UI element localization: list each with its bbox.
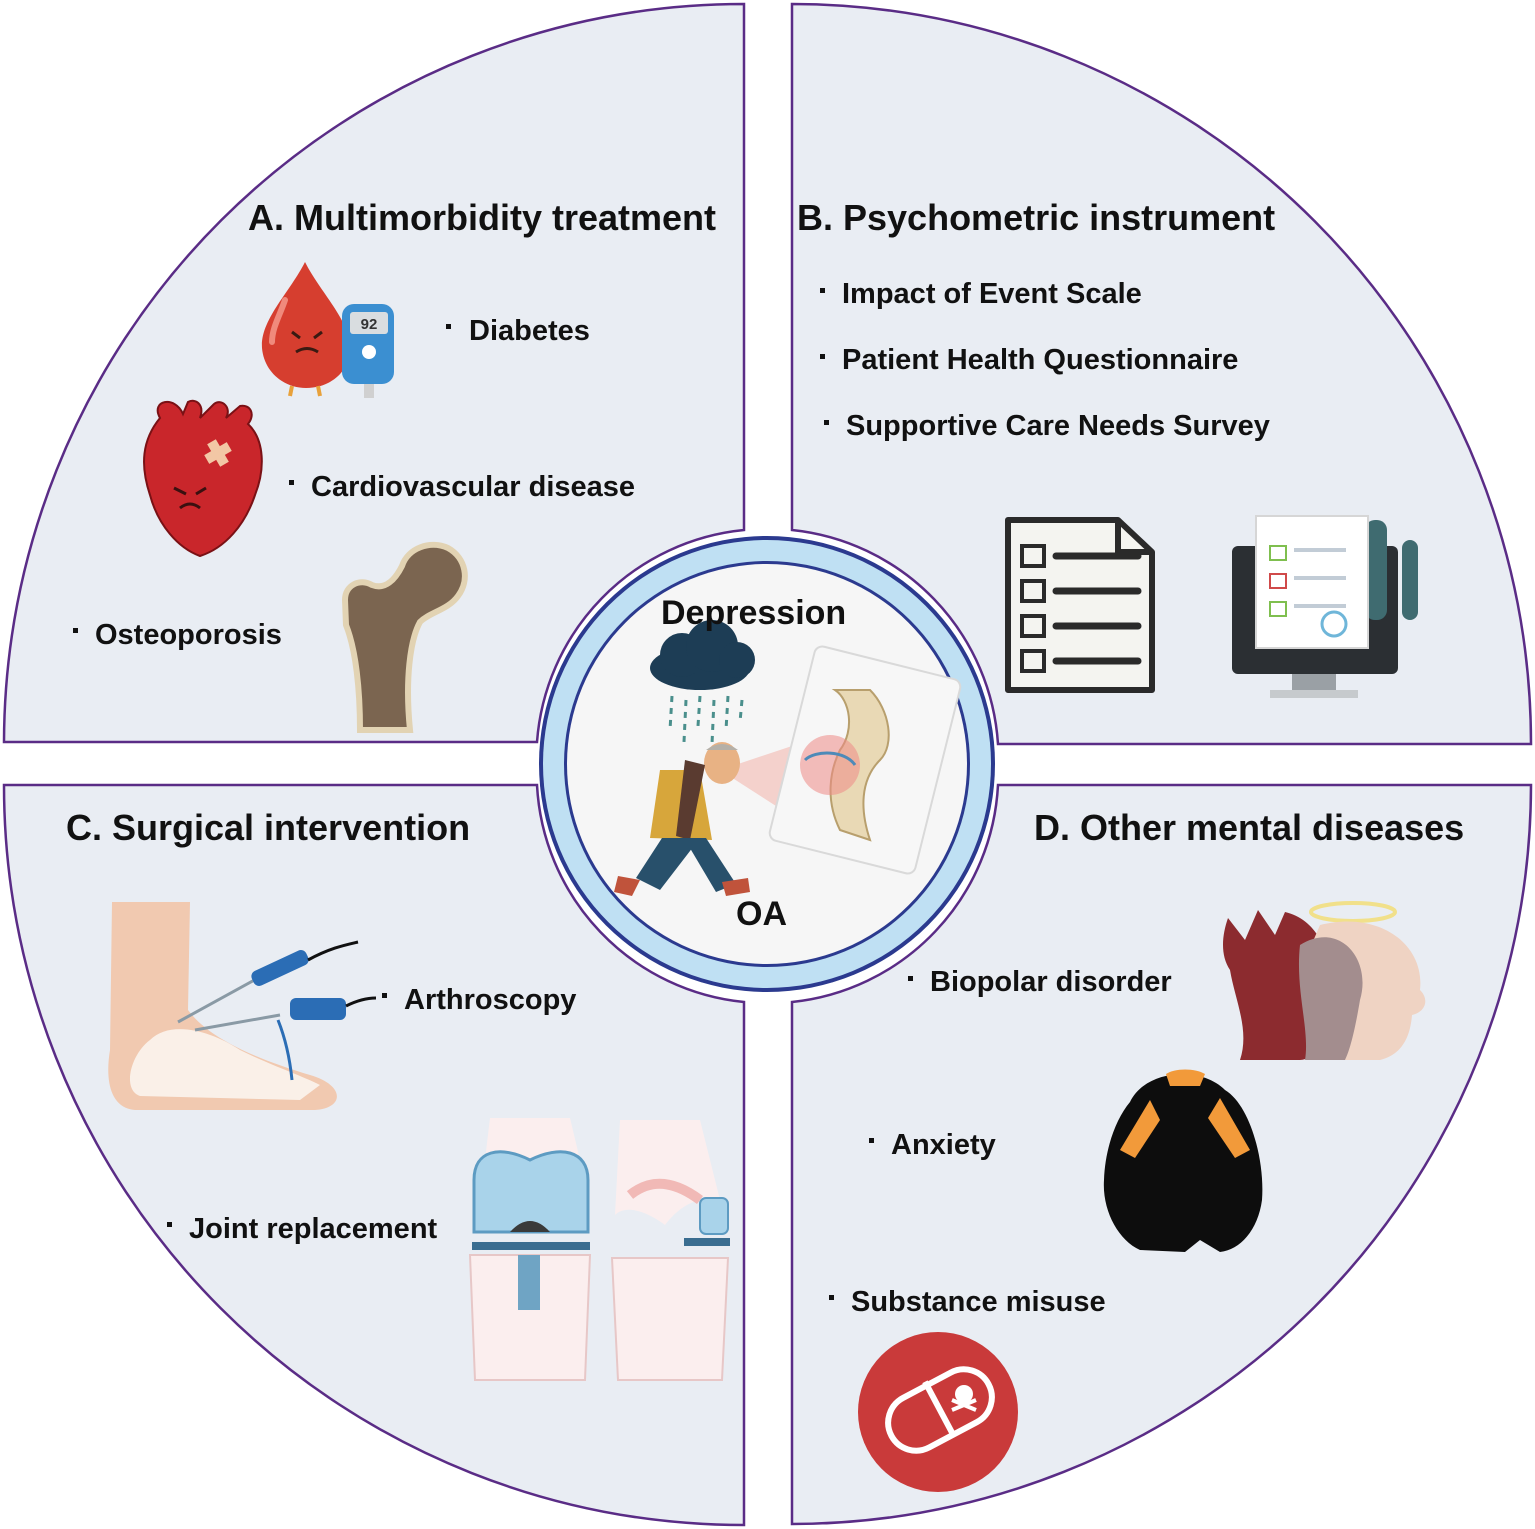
- center-label-depression: Depression: [661, 594, 847, 632]
- quadrant-c-title: C. Surgical intervention: [66, 807, 471, 848]
- arthroscopy-foot-icon: [108, 902, 377, 1110]
- item-patient-health-questionnaire: Patient Health Questionnaire: [842, 344, 1239, 376]
- anxious-person-icon: [1103, 1069, 1263, 1252]
- item-diabetes: Diabetes: [469, 315, 590, 347]
- item-impact-of-event-scale: Impact of Event Scale: [842, 278, 1142, 310]
- pill-poison-icon: [858, 1332, 1018, 1492]
- knee-joint-icon: [720, 645, 962, 875]
- computer-survey-icon: [1232, 515, 1418, 698]
- rain-cloud-icon: [650, 620, 755, 745]
- item-biopolar-disorder: Biopolar disorder: [930, 966, 1172, 998]
- bullet: [820, 288, 825, 293]
- bullet: [289, 480, 294, 485]
- glucometer-icon: 92: [342, 304, 394, 398]
- quadrant-b-title: B. Psychometric instrument: [797, 197, 1276, 238]
- item-joint-replacement: Joint replacement: [189, 1213, 438, 1245]
- heart-icon: [143, 399, 263, 558]
- bullet: [869, 1138, 874, 1143]
- bullet: [167, 1222, 172, 1227]
- quadrant-d-title: D. Other mental diseases: [1034, 807, 1465, 848]
- item-anxiety: Anxiety: [891, 1129, 996, 1161]
- bullet: [824, 420, 829, 425]
- bullet: [446, 324, 451, 329]
- item-cardiovascular-disease: Cardiovascular disease: [311, 471, 636, 503]
- femur-bone-icon: [341, 541, 468, 733]
- bullet: [908, 976, 913, 981]
- item-supportive-care-needs-survey: Supportive Care Needs Survey: [846, 410, 1270, 442]
- quadrant-a-title: A. Multimorbidity treatment: [248, 197, 717, 238]
- item-substance-misuse: Substance misuse: [851, 1286, 1106, 1318]
- bipolar-heads-icon: [1223, 901, 1426, 1060]
- blood-drop-icon: [261, 262, 350, 397]
- bullet: [73, 628, 78, 633]
- checklist-document-icon: [1005, 517, 1155, 693]
- depressed-person-icon: [614, 742, 750, 896]
- center-label-oa: OA: [736, 895, 787, 933]
- bullet: [829, 1295, 834, 1300]
- item-osteoporosis: Osteoporosis: [95, 619, 282, 651]
- glucometer-reading: 92: [361, 316, 378, 333]
- bullet: [382, 993, 387, 998]
- knee-implant-icon: [468, 1118, 730, 1381]
- bullet: [820, 354, 825, 359]
- item-arthroscopy: Arthroscopy: [404, 984, 577, 1016]
